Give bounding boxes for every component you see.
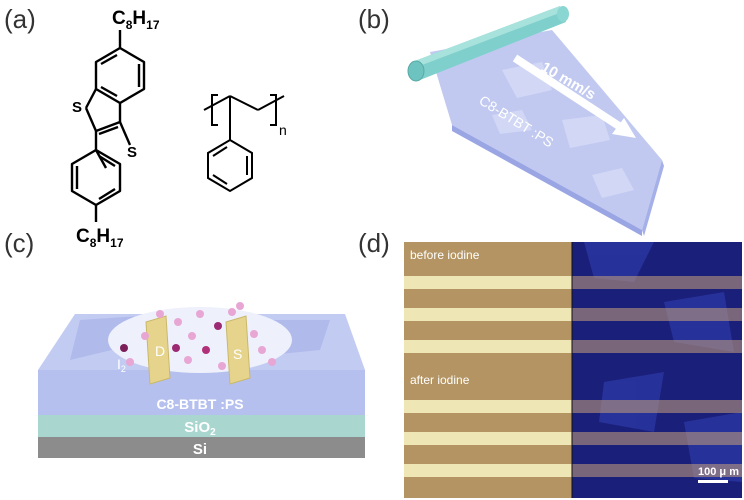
iodine-label: I2 [117,356,126,374]
si-layer [38,437,365,458]
coating-rod [407,6,569,82]
film-side [452,125,642,236]
coating-direction-arrow [512,54,636,138]
iodine-particles [120,302,276,370]
substrate-layer-label: Si [193,441,207,458]
top-alkyl-chain: C8H17 [112,8,160,32]
polymer-repeat-n: n [279,122,287,138]
polystyrene-structure [203,94,285,193]
after-iodine-label: after iodine [410,373,470,387]
panel-c-label: (c) [4,228,35,258]
oxide-layer-label: SiO2 [184,419,216,438]
panel-b-coating-illustration: 10 mm/s C8-BTBT :PS [407,6,664,236]
sulfur-atom-2: S [127,144,137,161]
panel-a-chemical-structures: S S C8H17 C8H17 n [70,8,287,250]
scale-bar-label: 100 μ m [698,466,739,478]
panel-b-label: (b) [358,4,390,34]
sio2-layer [38,415,365,437]
panel-a-label: (a) [4,4,36,34]
source-label: S [233,346,242,362]
panel-d-label: (d) [358,228,390,258]
film-front-face [38,370,365,415]
before-iodine-label: before iodine [410,248,480,262]
scale-bar [698,480,728,483]
source-electrode [225,315,251,385]
c8btbt-bottom-benzene [70,148,122,207]
electrode-stripes [404,276,742,477]
panel-c-device-illustration: I2 D S C8-BTBT :PS SiO2 Si [38,302,365,458]
drain-label: D [155,343,165,359]
panel-d-micrographs: before iodine after iodine 100 μ m [404,242,742,498]
bottom-alkyl-chain: C8H17 [76,226,124,250]
sulfur-atom-1: S [72,99,82,116]
c8btbt-top-benzene [94,46,146,105]
film-layer-label: C8-BTBT :PS [156,396,243,412]
drain-electrode [145,315,171,385]
